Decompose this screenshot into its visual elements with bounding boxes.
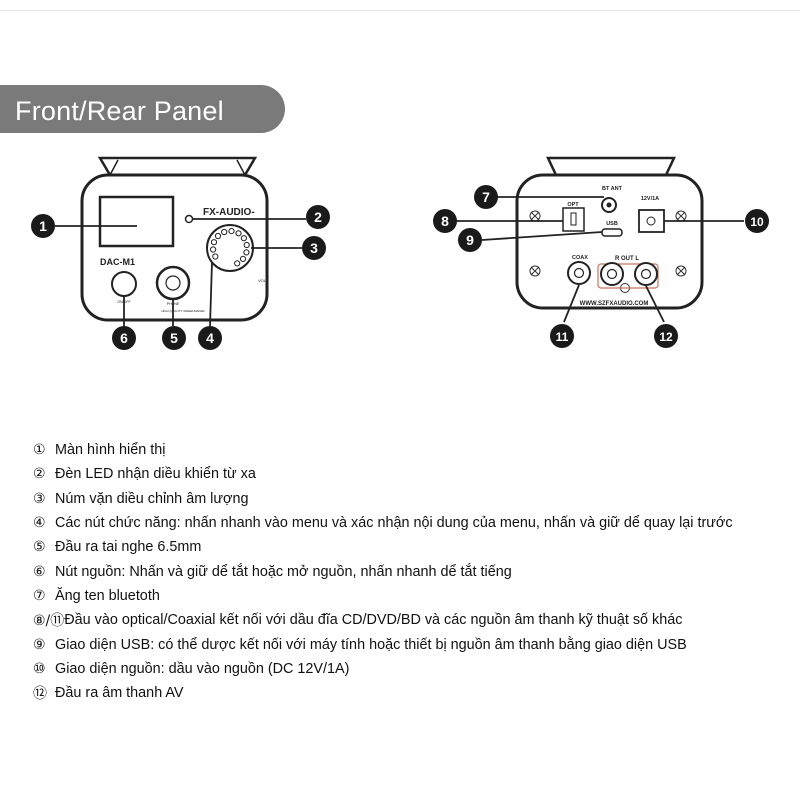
legend-number: ⑥ (33, 563, 46, 580)
legend-number: ① (33, 442, 46, 459)
knob-indicator-dot (240, 235, 247, 242)
knob-indicator-dot (234, 260, 241, 267)
legend-number: ⑨ (33, 636, 46, 653)
knob-indicator-dot (214, 232, 222, 240)
display-screen (98, 195, 175, 248)
dc-jack (638, 209, 665, 233)
callout-6: 6 (112, 326, 136, 350)
legend-number: ⑤ (33, 539, 46, 556)
front-panel: FX-AUDIO- DAC-M1 ON/OFF PHONE HIGH QUALI… (80, 156, 269, 322)
optical-port (562, 207, 585, 232)
svg-text:10: 10 (750, 215, 764, 229)
callout-9: 9 (458, 228, 482, 252)
legend-text: Ăng ten bluetoth (55, 587, 160, 604)
dc-label: 12V/1A (641, 196, 659, 202)
page-title: Front/Rear Panel (15, 96, 224, 126)
legend-number: ② (33, 466, 46, 483)
phone-sublabel: HIGH QUALITY WHEELMAKER (161, 309, 205, 313)
headphone-jack (155, 265, 191, 301)
coax-label: COAX (572, 255, 588, 261)
model-label: DAC-M1 (100, 257, 135, 267)
legend-text: Màn hình hiển thị (55, 442, 166, 459)
callout-1: 1 (31, 214, 55, 238)
legend-item: ⑨ Giao diện USB: có thể dược kết nối với … (33, 632, 798, 656)
svg-text:2: 2 (314, 209, 322, 225)
legend-item: ⑫ Đầu ra âm thanh AV (33, 681, 798, 705)
callout-3: 3 (302, 236, 326, 260)
legend-text: Đầu vào optical/Coaxial kết nối với dầu … (64, 612, 683, 629)
coax-jack (567, 261, 591, 285)
legend-item: ③ Núm vặn diều chỉnh âm lượng (33, 487, 798, 511)
legend-number: ⑧/⑪ (33, 613, 65, 630)
svg-text:8: 8 (441, 213, 449, 229)
legend-item: ① Màn hình hiển thị (33, 438, 798, 462)
legend-text: Nút nguồn: Nhấn và giữ dể tắt hoặc mở ng… (55, 563, 512, 580)
rca-left (634, 262, 658, 286)
legend-number: ⑫ (33, 686, 47, 703)
opt-label: OPT (567, 202, 579, 208)
legend-item: ⑥ Nút nguồn: Nhấn và giữ dể tắt hoặc mở n… (33, 559, 798, 583)
legend-text: Đầu ra âm thanh AV (55, 685, 184, 702)
svg-text:12: 12 (659, 330, 673, 344)
knob-indicator-dot (243, 241, 250, 249)
svg-text:6: 6 (120, 330, 128, 346)
knob-indicator-dot (221, 228, 228, 236)
power-button (111, 271, 137, 297)
legend-text: Đèn LED nhận diều khiển từ xa (55, 466, 256, 483)
legend-number: ③ (33, 490, 46, 507)
knob-indicator-dot (212, 253, 219, 260)
out-label: R OUT L (615, 256, 639, 262)
svg-text:9: 9 (466, 232, 474, 248)
legend-number: ⑦ (33, 587, 46, 604)
website-label: WWW.SZFXAUDIO.COM (580, 301, 649, 307)
callout-4: 4 (198, 326, 222, 350)
svg-text:5: 5 (170, 330, 178, 346)
callout-badges: 1 2 3 4 5 6 7 8 9 10 11 12 (31, 185, 769, 350)
legend-item: ⑤ Đầu ra tai nghe 6.5mm (33, 535, 798, 559)
usb-port (601, 228, 623, 237)
svg-text:1: 1 (39, 218, 47, 234)
header-tab (0, 85, 285, 133)
svg-text:11: 11 (556, 330, 569, 344)
callout-10: 10 (745, 209, 769, 233)
knob-indicator-dot (239, 255, 247, 262)
legend-text: Đầu ra tai nghe 6.5mm (55, 539, 202, 556)
legend-number: ⑩ (33, 660, 46, 677)
callout-5: 5 (162, 326, 186, 350)
callout-8: 8 (433, 209, 457, 233)
legend-number: ④ (33, 515, 46, 532)
legend-list: ① Màn hình hiển thị ② Đèn LED nhận diều kh… (33, 438, 798, 705)
svg-text:4: 4 (206, 330, 214, 346)
knob-indicator-dot (228, 228, 235, 235)
legend-text: Giao diện nguồn: dầu vào nguồn (DC 12V/1… (55, 660, 350, 677)
knob-indicator-dot (210, 239, 218, 246)
callout-11: 11 (550, 324, 574, 348)
top-divider (0, 10, 800, 11)
rear-panel: BT ANT OPT USB 12V/1A COAX R OUT L (515, 156, 704, 310)
callout-12: 12 (654, 324, 678, 348)
knob-indicator-dot (235, 230, 242, 237)
knob-indicator-dot (243, 249, 250, 256)
legend-item: ② Đèn LED nhận diều khiển từ xa (33, 462, 798, 486)
svg-text:3: 3 (310, 240, 318, 256)
usb-label: USB (606, 221, 618, 227)
brand-label: FX-AUDIO- (203, 207, 255, 218)
knob-indicator-dot (210, 246, 217, 253)
legend-text: Núm vặn diều chỉnh âm lượng (55, 490, 249, 507)
panel-diagram: FX-AUDIO- DAC-M1 ON/OFF PHONE HIGH QUALI… (31, 156, 769, 350)
legend-item: ④ Các nút chức năng: nhấn nhanh vào menu … (33, 511, 798, 535)
legend-text: Các nút chức năng: nhấn nhanh vào menu v… (55, 515, 733, 532)
bt-label: BT ANT (602, 186, 623, 192)
callout-7: 7 (474, 185, 498, 209)
legend-item: ⑧/⑪ Đầu vào optical/Coaxial kết nối với … (33, 608, 798, 632)
legend-text: Giao diện USB: có thể dược kết nối với m… (55, 636, 687, 653)
vol-label: VOL (258, 278, 267, 283)
rca-right (600, 262, 624, 286)
ir-led (184, 214, 194, 224)
svg-text:7: 7 (482, 189, 490, 205)
legend-item: ⑦ Ăng ten bluetoth (33, 584, 798, 608)
legend-item: ⑩ Giao diện nguồn: dầu vào nguồn (DC 12V/… (33, 657, 798, 681)
callout-2: 2 (306, 205, 330, 229)
